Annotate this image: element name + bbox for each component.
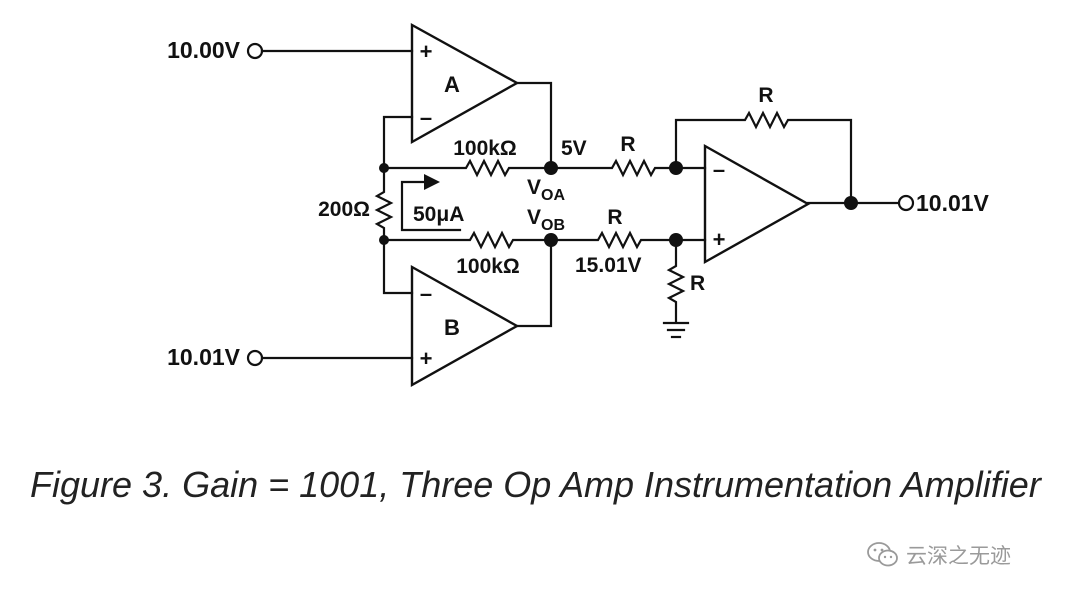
top-feedback-resistor-label: 100kΩ [453,137,517,160]
diff-feedback-resistor: R [674,84,853,205]
diff-feedback-resistor-label: R [758,84,773,107]
vob-node-label: VOB [527,206,565,234]
plus-input-voltage-label: 15.01V [575,254,642,277]
diff-top-input-resistor: R [549,133,678,178]
diff-top-input-resistor-label: R [620,133,635,156]
input-top-voltage: 10.00V [167,37,241,63]
vob-sub: OB [541,217,565,234]
junction-dots [379,161,858,247]
svg-text:VOA: VOA [527,176,565,204]
gain-resistor-label: 200Ω [318,198,370,221]
op-amp-a-wiring [382,81,553,178]
input-bottom-voltage: 10.01V [167,344,241,370]
gain-resistor: 200Ω [318,166,394,242]
voa-node-label: VOA [527,176,565,204]
output: 10.01V [806,190,990,216]
ground-icon [662,321,690,339]
voa-sub: OA [541,187,565,204]
current-arrow: 50μA [400,174,464,232]
input-bottom-terminal [246,349,264,367]
diff-ground-resistor: R [662,238,705,339]
diff-bottom-input-resistor: R 15.01V [549,206,678,277]
watermark: 云深之无迹 [866,540,1011,570]
op-amp-a: A + – [410,22,520,145]
input-top: 10.00V [167,37,414,63]
op-amp-b: B – + [410,264,520,388]
difference-op-amp: – + [674,143,811,265]
op-amp-b-minus: – [420,281,432,306]
wechat-icon [867,542,898,567]
output-voltage: 10.01V [916,190,990,216]
diff-ground-resistor-label: R [690,272,705,295]
svg-text:VOB: VOB [527,206,565,234]
instrumentation-amplifier-schematic: 10.00V 10.01V A + – B – + [167,22,990,388]
input-top-terminal [246,42,264,60]
op-amp-b-label: B [444,315,460,340]
bottom-feedback-resistor-label: 100kΩ [456,255,520,278]
op-amp-a-minus: – [420,105,432,130]
op-amp-a-label: A [444,72,460,97]
op-amp-a-plus: + [420,39,433,64]
watermark-text: 云深之无迹 [906,544,1011,568]
input-bottom: 10.01V [167,344,414,370]
voa-voltage-label: 5V [561,137,587,160]
voa-main: V [527,176,541,199]
output-terminal [897,194,915,212]
figure-caption: Figure 3. Gain = 1001, Three Op Amp Inst… [30,464,1041,505]
diff-bottom-input-resistor-label: R [607,206,622,229]
op-amp-b-plus: + [420,346,433,371]
op-amp-b-wiring [382,230,553,328]
vob-main: V [527,206,541,229]
difference-op-amp-plus: + [713,227,726,252]
current-label: 50μA [413,203,464,226]
difference-op-amp-minus: – [713,157,725,182]
